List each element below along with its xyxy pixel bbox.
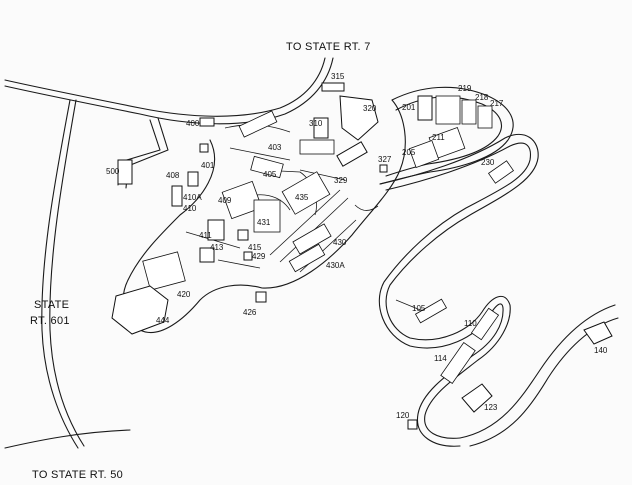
building-420 bbox=[142, 251, 186, 291]
building-431 bbox=[253, 199, 281, 233]
building-430 bbox=[292, 223, 332, 255]
label-123: 123 bbox=[484, 403, 498, 412]
road-230 bbox=[379, 133, 539, 439]
label-230: 230 bbox=[481, 158, 495, 167]
label-320: 320 bbox=[363, 104, 377, 113]
building-114 bbox=[440, 342, 476, 384]
road-rt601-edge bbox=[49, 99, 85, 447]
road-rt601 bbox=[41, 99, 79, 449]
label-411: 411 bbox=[199, 231, 212, 240]
label-201: 201 bbox=[402, 103, 416, 112]
building-408 bbox=[187, 171, 199, 187]
road-230-edge bbox=[378, 142, 532, 447]
building-411 bbox=[207, 219, 225, 241]
label-315: 315 bbox=[331, 72, 345, 81]
building-327 bbox=[379, 164, 388, 173]
road-140 bbox=[459, 304, 616, 439]
building-219 bbox=[435, 95, 461, 125]
label-500: 500 bbox=[106, 167, 120, 176]
label-409: 409 bbox=[218, 196, 232, 205]
label-140: 140 bbox=[594, 346, 608, 355]
label-327: 327 bbox=[378, 155, 392, 164]
building-500 bbox=[117, 159, 133, 185]
building-315 bbox=[321, 82, 345, 92]
building-218 bbox=[461, 99, 477, 125]
label-rt601-line1: STATE bbox=[34, 299, 69, 311]
building-230 bbox=[487, 160, 515, 184]
building-205 bbox=[408, 139, 440, 169]
label-329: 329 bbox=[334, 176, 348, 185]
building-429 bbox=[243, 251, 253, 261]
building-409 bbox=[221, 180, 263, 220]
building-217 bbox=[477, 105, 493, 129]
label-430A: 430A bbox=[326, 261, 345, 270]
label-401: 401 bbox=[201, 161, 215, 170]
label-rt601-line2: RT. 601 bbox=[30, 315, 70, 327]
label-120: 120 bbox=[396, 411, 410, 420]
building-110 bbox=[470, 307, 500, 341]
label-310: 310 bbox=[309, 119, 323, 128]
label-429: 429 bbox=[252, 252, 266, 261]
label-218: 218 bbox=[475, 93, 489, 102]
campus-loop bbox=[122, 99, 406, 333]
label-219: 219 bbox=[458, 84, 472, 93]
label-211: 211 bbox=[432, 133, 445, 142]
building-320 bbox=[339, 95, 379, 141]
building-435 bbox=[281, 171, 331, 215]
label-403: 403 bbox=[268, 143, 282, 152]
label-400: 400 bbox=[186, 119, 200, 128]
building-413 bbox=[199, 247, 215, 263]
label-217: 217 bbox=[490, 99, 504, 108]
label-405: 405 bbox=[263, 170, 277, 179]
label-408: 408 bbox=[166, 171, 180, 180]
label-205: 205 bbox=[402, 148, 416, 157]
road-to-rt7 bbox=[4, 57, 326, 117]
building-310-annex bbox=[299, 139, 335, 155]
label-114: 114 bbox=[434, 354, 447, 363]
label-to-rt7: TO STATE RT. 7 bbox=[286, 41, 371, 53]
building-329 bbox=[336, 141, 368, 167]
road-to-rt50 bbox=[4, 429, 131, 449]
label-410A: 410A bbox=[183, 193, 202, 202]
label-415: 415 bbox=[248, 243, 262, 252]
building-140 bbox=[583, 321, 613, 345]
label-413: 413 bbox=[210, 243, 224, 252]
label-105: 105 bbox=[412, 304, 426, 313]
building-415 bbox=[237, 229, 249, 241]
building-123 bbox=[461, 383, 493, 413]
building-401 bbox=[199, 143, 209, 153]
building-410A bbox=[171, 185, 183, 207]
building-405 bbox=[250, 155, 284, 179]
label-444: 444 bbox=[156, 316, 170, 325]
building-430A bbox=[288, 243, 326, 273]
building-444 bbox=[111, 285, 169, 335]
building-310 bbox=[313, 117, 329, 139]
building-426 bbox=[255, 291, 267, 303]
label-435: 435 bbox=[295, 193, 309, 202]
building-120 bbox=[407, 419, 418, 430]
label-431: 431 bbox=[257, 218, 271, 227]
building-400 bbox=[199, 117, 215, 127]
label-430: 430 bbox=[333, 238, 347, 247]
building-105 bbox=[414, 298, 448, 324]
building-201 bbox=[417, 95, 433, 121]
label-110: 110 bbox=[464, 319, 477, 328]
road-to-rt7-edge bbox=[4, 57, 334, 125]
label-410: 410 bbox=[183, 204, 197, 213]
label-to-rt50: TO STATE RT. 50 bbox=[32, 469, 123, 481]
label-420: 420 bbox=[177, 290, 191, 299]
building-403 bbox=[238, 110, 278, 138]
label-426: 426 bbox=[243, 308, 257, 317]
